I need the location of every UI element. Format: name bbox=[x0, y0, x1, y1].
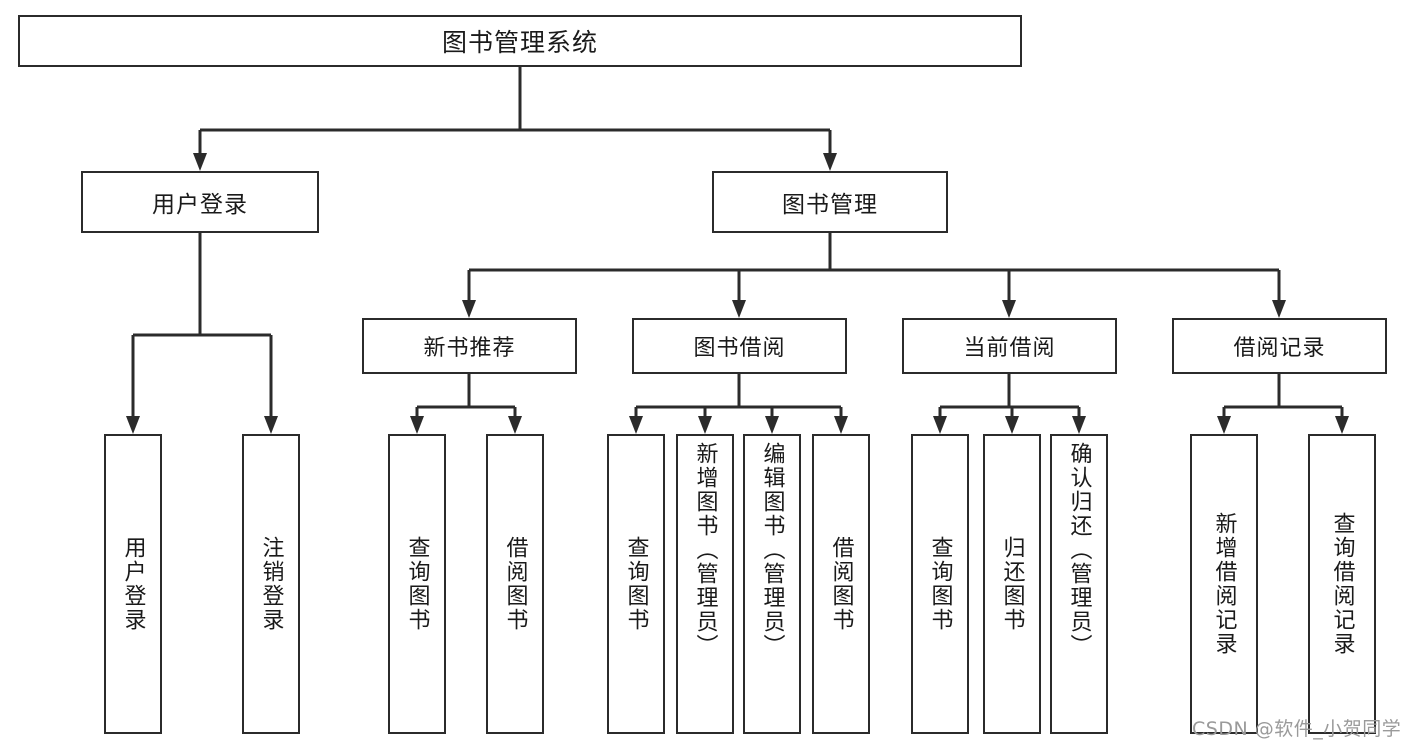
arrow-g3-0-head bbox=[1217, 416, 1231, 434]
node-leaf-edit-book[interactable]: 编辑图书（管理员） bbox=[743, 434, 801, 734]
node-book-manage[interactable]: 图书管理 bbox=[712, 171, 948, 233]
arrow-root-0-head bbox=[193, 153, 207, 171]
node-leaf-query-book-1[interactable]: 查询图书 bbox=[388, 434, 446, 734]
leaf-label: 查询借阅记录 bbox=[1329, 512, 1355, 656]
leaf-label: 查询图书 bbox=[404, 536, 430, 632]
node-new-book-rec[interactable]: 新书推荐 bbox=[362, 318, 577, 374]
node-leaf-add-book[interactable]: 新增图书（管理员） bbox=[676, 434, 734, 734]
arrow-g1-0-head bbox=[629, 416, 643, 434]
leaf-label: 归还图书 bbox=[999, 536, 1025, 632]
arrow-bookmanage-3-head bbox=[1272, 300, 1286, 318]
leaf-label: 查询图书 bbox=[623, 536, 649, 632]
node-leaf-return-book[interactable]: 归还图书 bbox=[983, 434, 1041, 734]
arrow-bookmanage-0-head bbox=[462, 300, 476, 318]
node-leaf-user-login[interactable]: 用户登录 bbox=[104, 434, 162, 734]
node-user-login[interactable]: 用户登录 bbox=[81, 171, 319, 233]
node-leaf-query-book-2[interactable]: 查询图书 bbox=[607, 434, 665, 734]
leaf-label: 新增借阅记录 bbox=[1211, 512, 1237, 656]
node-leaf-confirm-return[interactable]: 确认归还（管理员） bbox=[1050, 434, 1108, 734]
arrow-g1-2-head bbox=[765, 416, 779, 434]
arrow-root-1-head bbox=[823, 153, 837, 171]
arrow-g2-1-head bbox=[1005, 416, 1019, 434]
arrow-bookmanage-1-head bbox=[732, 300, 746, 318]
node-leaf-borrow-book-2[interactable]: 借阅图书 bbox=[812, 434, 870, 734]
node-leaf-query-record[interactable]: 查询借阅记录 bbox=[1308, 434, 1376, 734]
leaf-label: 查询图书 bbox=[927, 536, 953, 632]
arrow-g3-1-head bbox=[1335, 416, 1349, 434]
arrow-g2-2-head bbox=[1072, 416, 1086, 434]
node-current-borrow[interactable]: 当前借阅 bbox=[902, 318, 1117, 374]
leaf-label: 借阅图书 bbox=[502, 536, 528, 632]
csdn-watermark: CSDN @软件_小贺同学 bbox=[1192, 718, 1402, 740]
leaf-label: 编辑图书（管理员） bbox=[759, 442, 785, 658]
leaf-label: 用户登录 bbox=[120, 536, 146, 632]
arrow-userlogin-1-head bbox=[264, 416, 278, 434]
node-leaf-borrow-book-1[interactable]: 借阅图书 bbox=[486, 434, 544, 734]
leaf-label: 新增图书（管理员） bbox=[692, 442, 718, 658]
arrow-userlogin-0-head bbox=[126, 416, 140, 434]
arrow-g0-1-head bbox=[508, 416, 522, 434]
node-leaf-add-record[interactable]: 新增借阅记录 bbox=[1190, 434, 1258, 734]
arrow-g2-0-head bbox=[933, 416, 947, 434]
node-borrow-record[interactable]: 借阅记录 bbox=[1172, 318, 1387, 374]
node-book-borrow[interactable]: 图书借阅 bbox=[632, 318, 847, 374]
node-root[interactable]: 图书管理系统 bbox=[18, 15, 1022, 67]
arrow-g1-1-head bbox=[698, 416, 712, 434]
leaf-label: 确认归还（管理员） bbox=[1066, 442, 1092, 658]
node-leaf-query-book-3[interactable]: 查询图书 bbox=[911, 434, 969, 734]
node-leaf-logout[interactable]: 注销登录 bbox=[242, 434, 300, 734]
arrow-g0-0-head bbox=[410, 416, 424, 434]
arrow-g1-3-head bbox=[834, 416, 848, 434]
arrow-bookmanage-2-head bbox=[1002, 300, 1016, 318]
leaf-label: 借阅图书 bbox=[828, 536, 854, 632]
leaf-label: 注销登录 bbox=[258, 536, 284, 632]
